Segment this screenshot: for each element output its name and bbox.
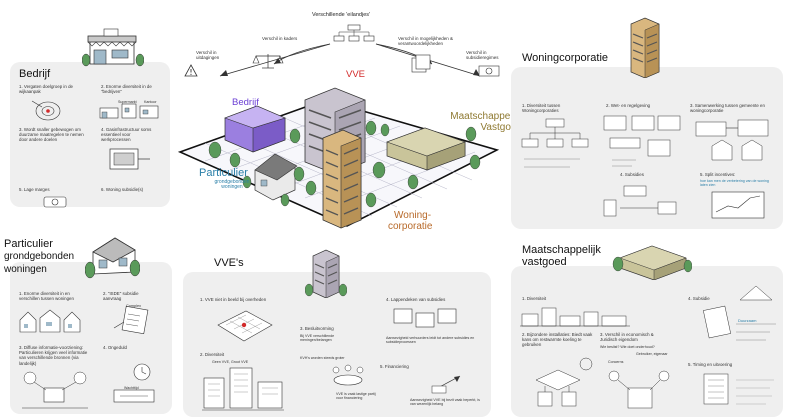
arrow-label-subsidieregimes: Verschil in subsidieregimes xyxy=(466,50,499,60)
woningcorporatie-item-3: 3. Samenwerking tussen gemeente en wonin… xyxy=(690,103,765,114)
vves-item-2: 2. Diversiteit xyxy=(200,352,225,357)
vves-item-5: 5. Financiering xyxy=(380,364,409,369)
vves-building-illustration xyxy=(305,249,347,298)
arrow-label-uitdagingen: Verschil in uitdagingen xyxy=(196,50,220,60)
maatschappelijk-item-2: 2. Bijzondere installaties: Biedt vaak k… xyxy=(522,332,593,348)
maatschappelijk-timing-doodle xyxy=(703,373,774,405)
woningcorporatie-building-illustration xyxy=(630,17,660,78)
vves-note-geen-vve: Geen VVE, Groot VVE xyxy=(212,360,249,364)
vves-financing-doodle xyxy=(431,375,461,394)
woningcorporatie-item-2: 2. Wet- en regelgeving xyxy=(606,103,651,108)
vves-note-3b: KVH's worden steeds groter xyxy=(300,356,345,360)
woningcorporatie-item-5: 5. Split incentives: xyxy=(700,172,736,177)
center-label-woning-2: corporatie xyxy=(388,221,433,232)
center-label-bedrijf: Bedrijf xyxy=(232,97,259,108)
particulier-item-2: 2. "ISDE" subsidie aanvraag xyxy=(103,291,139,302)
particulier-panel xyxy=(10,262,172,414)
bedrijf-shops-doodle xyxy=(99,103,159,119)
woningcorporatie-item-4: 4. Subsidies xyxy=(620,172,644,177)
bedrijf-item-5: 5. Lage marges xyxy=(19,187,50,192)
center-label-woning-1: Woning- xyxy=(394,210,432,221)
maatschappelijk-ownership-doodle xyxy=(608,370,670,409)
particulier-item-3: 3. Diffuse informatie-voorziening: Parti… xyxy=(19,345,88,366)
particulier-doodle-wachttijd: Wachttijd xyxy=(124,386,139,390)
center-label-particulier: Particulier xyxy=(199,167,248,179)
woningcorporatie-item-1: 1. Diversiteit tussen Woningcorporaties xyxy=(522,103,561,114)
particulier-item-1: 1. Enorme diversiteit in en verschillen … xyxy=(19,291,74,302)
maatschappelijk-title-line1: Maatschappelijk xyxy=(522,244,601,256)
woningcorporatie-subsidy-doodle xyxy=(603,185,677,217)
maatschappelijk-note-4: Gebruiker, eigenaar xyxy=(636,352,668,356)
particulier-title-main: Particulier xyxy=(4,238,53,250)
bedrijf-shop-illustration xyxy=(82,28,144,67)
maatschappelijk-installation-doodle xyxy=(535,357,593,407)
eilandjes-network-icon xyxy=(333,24,375,42)
center-label-maatschappelijk: Maatschappelijk Vastgoed xyxy=(450,111,522,133)
vves-subsidy-doodle xyxy=(393,308,457,328)
scales-icon xyxy=(252,54,284,69)
bedrijf-item-1: 1. Vergaten doelgroep in de wijkaanpak xyxy=(19,84,73,95)
maatschappelijk-panel-title: Maatschappelijk vastgoed xyxy=(522,244,601,268)
bedrijf-panel-title: Bedrijf xyxy=(19,68,51,80)
bedrijf-pipes-doodle xyxy=(109,148,150,170)
eilandjes-header: Verschillende 'eilandjes' xyxy=(312,12,371,18)
bedrijf-doodle-label-kantoor: Kantoor xyxy=(144,100,157,104)
vves-note-4: Aanwezigheid verhuurders leidt tot ander… xyxy=(386,336,475,345)
maatschappelijk-title-line2: vastgoed xyxy=(522,256,567,268)
maatschappelijk-item-3: 3. Verschil in economisch & Juridisch ei… xyxy=(600,332,654,343)
bedrijf-panel xyxy=(10,62,170,207)
vves-note-5: VVE is vaak lastige partij voor financie… xyxy=(336,392,376,401)
particulier-info-doodle xyxy=(22,371,88,409)
woningcorporatie-flowchart-doodle xyxy=(521,118,589,168)
particulier-panel-title: Particulier grondgebonden woningen xyxy=(4,238,74,276)
vves-item-4: 4. Lappendeken van subsidies xyxy=(386,297,446,302)
maatschappelijk-item-5: 5. Timing en uitvoering xyxy=(688,362,733,367)
particulier-doodle-complex: Complex xyxy=(126,304,141,308)
particulier-houses-doodle xyxy=(19,309,81,333)
center-label-vve: VVE xyxy=(346,69,366,80)
particulier-title-sub1: grondgebonden xyxy=(4,251,75,262)
vves-meeting-doodle xyxy=(332,364,364,386)
bedrijf-item-6: 6. Woning subsidie(s) xyxy=(101,187,144,192)
bedrijf-item-4: 4. Gasinfrastructuur soms essentieel voo… xyxy=(101,127,152,143)
woningcorporatie-note-5: hoe kan men de verbetering van de woning… xyxy=(700,179,769,188)
woningcorporatie-rules-doodle xyxy=(603,115,681,167)
maatschappelijk-note-5: Concerns xyxy=(608,360,624,364)
arrow-label-mogelijkheden: Verschil in mogelijkheden & verantwoorde… xyxy=(398,36,454,46)
document-stack-icon xyxy=(411,54,431,73)
arrow-label-kaders: Verschil in kaders xyxy=(262,36,298,41)
maatschappelijk-item-1: 1. Diversiteit xyxy=(522,296,547,301)
vves-item-1: 1. VVE niet in beeld bij overheden xyxy=(200,297,267,302)
bedrijf-target-doodle xyxy=(31,100,61,121)
maatschappelijk-note-6: Duurzaam xyxy=(738,318,757,323)
bedrijf-item-3: 3. Wordt snaller gebewogen om duurzame m… xyxy=(19,127,84,143)
money-icon xyxy=(478,65,500,77)
warning-icon xyxy=(184,64,198,77)
maatschappelijk-subsidy-doodle xyxy=(703,285,776,341)
maatschappelijk-building-illustration xyxy=(612,245,692,280)
maatschappelijk-note-3: Wie beslist? Wie doet onderhoud? xyxy=(600,345,655,349)
bedrijf-item-2: 2. Enorme diversiteit in de "bedrijven" xyxy=(101,84,152,95)
woningcorporatie-chart-doodle xyxy=(711,191,765,219)
particulier-house-illustration xyxy=(85,237,140,279)
center-label-particulier-sub: grondgebonden woningen xyxy=(214,179,250,190)
woningcorporatie-panel-title: Woningcorporatie xyxy=(522,52,609,64)
particulier-form-doodle xyxy=(113,305,149,334)
bedrijf-doodle-label-supermarkt: Supermarkt xyxy=(118,100,137,104)
maatschappelijk-buildings-doodle xyxy=(520,307,630,327)
vves-map-doodle xyxy=(217,310,273,342)
vves-note-5c: Aanwezigheid VVE bij bezit vaak beperkt,… xyxy=(410,398,480,407)
bedrijf-coin-doodle xyxy=(43,196,67,208)
particulier-item-4: 4. Ongeduld xyxy=(103,345,127,350)
vves-note-3: Bij VVE verschillende meningen/belangen xyxy=(300,334,335,343)
vves-item-3: 3. Besluitvorming xyxy=(300,326,334,331)
vves-diversity-doodle xyxy=(202,367,284,411)
particulier-title-sub2: woningen xyxy=(4,264,47,275)
maatschappelijk-item-4: 4. Subsidie xyxy=(688,296,710,301)
central-isometric-illustration xyxy=(177,87,500,229)
woningcorporatie-collab-doodle xyxy=(695,119,769,161)
vves-panel-title: VVE's xyxy=(214,257,244,269)
particulier-clock-doodle xyxy=(113,363,155,403)
